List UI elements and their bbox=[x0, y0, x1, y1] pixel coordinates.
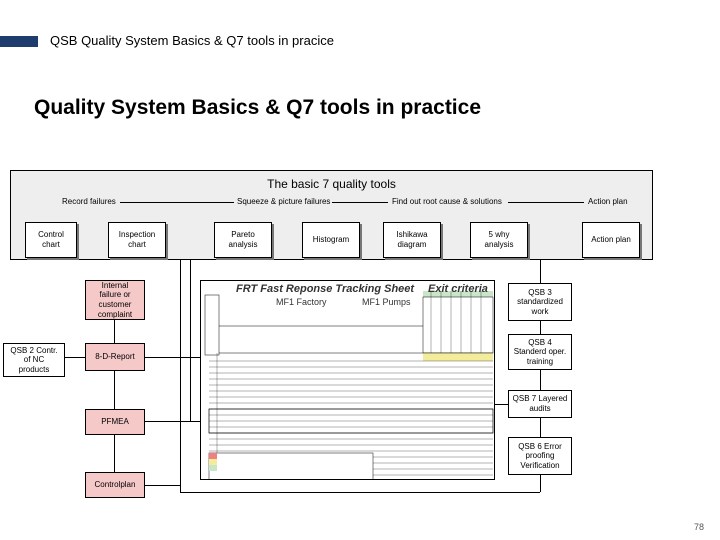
flow-qsb2: QSB 2 Contr. of NC products bbox=[3, 343, 65, 377]
flow-8d-report: 8-D-Report bbox=[85, 343, 145, 371]
category-action-plan: Action plan bbox=[588, 197, 628, 206]
tool-pareto-analysis: Pareto analysis bbox=[214, 222, 272, 258]
qsb4-operator-training: QSB 4 Standerd oper. training bbox=[508, 334, 572, 370]
category-record-failures: Record failures bbox=[62, 197, 116, 206]
tool-control-chart: Control chart bbox=[25, 222, 77, 258]
frt-tracking-sheet bbox=[200, 280, 495, 480]
tool-5why-analysis: 5 why analysis bbox=[470, 222, 528, 258]
sheet-title: FRT Fast Reponse Tracking Sheet bbox=[236, 283, 415, 295]
flow-controlplan: Controlplan bbox=[85, 472, 145, 498]
flow-pfmea: PFMEA bbox=[85, 409, 145, 435]
sheet-grid bbox=[201, 281, 494, 479]
qsb3-standardized-work: QSB 3 standardized work bbox=[508, 283, 572, 321]
tool-ishikawa-diagram: Ishikawa diagram bbox=[383, 222, 441, 258]
qsb6-error-proofing: QSB 6 Error proofing Verification bbox=[508, 437, 572, 475]
category-root-cause: Find out root cause & solutions bbox=[392, 197, 502, 206]
page-title: Quality System Basics & Q7 tools in prac… bbox=[34, 96, 481, 119]
panel-title: The basic 7 quality tools bbox=[267, 177, 396, 191]
header-accent-bar bbox=[0, 36, 38, 47]
category-squeeze-failures: Squeeze & picture failures bbox=[237, 197, 331, 206]
sheet-exit-criteria: Exit criteria bbox=[428, 283, 488, 295]
sheet-pumps: MF1 Pumps bbox=[362, 297, 411, 307]
tool-histogram: Histogram bbox=[302, 222, 360, 258]
sheet-factory: MF1 Factory bbox=[276, 297, 327, 307]
flow-internal-failure: Internal failure or customer complaint bbox=[85, 280, 145, 320]
page-number: 78 bbox=[693, 522, 704, 532]
qsb7-layered-audits: QSB 7 Layered audits bbox=[508, 390, 572, 418]
tool-action-plan: Action plan bbox=[582, 222, 640, 258]
tool-inspection-chart: Inspection chart bbox=[108, 222, 166, 258]
header-breadcrumb: QSB Quality System Basics & Q7 tools in … bbox=[50, 33, 334, 48]
